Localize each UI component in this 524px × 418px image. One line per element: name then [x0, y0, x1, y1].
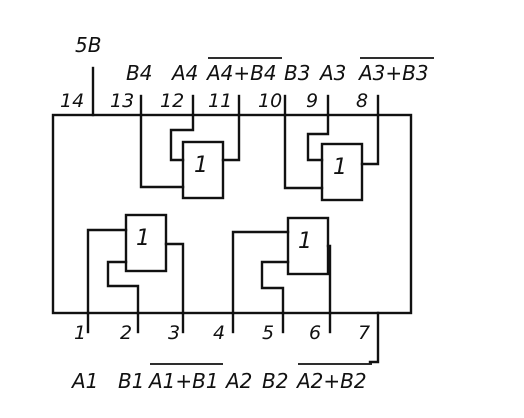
gate-3-input-b3-wire [283, 113, 324, 190]
gate-3-body [320, 142, 364, 202]
gate-3-output-wire [360, 113, 380, 166]
signal-a4-label: A4 [170, 61, 198, 85]
pin-12-number: 12 [160, 90, 184, 112]
signal-b4-label: B4 [126, 61, 152, 85]
gate-1-symbol: 1 [136, 226, 150, 251]
pin-7-number: 7 [358, 322, 370, 344]
pin-14-number: 14 [60, 90, 84, 112]
gate-2-symbol: 1 [298, 229, 312, 254]
gate-4-input-a4-wire [169, 113, 195, 162]
pin-7-lead [368, 311, 380, 364]
gate-1-output-wire [164, 242, 185, 315]
pin-3-number: 3 [168, 322, 180, 344]
signal-a1-label: A1 [70, 369, 98, 393]
pin-6-number: 6 [309, 322, 321, 344]
pin-5-number: 5 [262, 322, 274, 344]
supply-label: 5B [75, 33, 101, 57]
signal-b2-label: B2 [262, 369, 288, 393]
pin-10-number: 10 [258, 90, 282, 112]
gate-2-input-a2-wire [231, 230, 290, 315]
gate-4-output-wire [221, 113, 241, 162]
gate-4-body [181, 140, 225, 200]
signal-a2-nor-b2-label: A2+B2 [295, 369, 367, 393]
pin-9-number: 9 [306, 90, 318, 112]
signal-a2-label: A2 [224, 369, 252, 393]
signal-b3-label: B3 [284, 61, 310, 85]
pin-2-number: 2 [120, 322, 132, 344]
gate-4-input-b4-wire [139, 113, 185, 189]
pin-4-number: 4 [213, 322, 225, 344]
gate-1-input-a1-wire [86, 228, 128, 315]
signal-a1-nor-b1-label: A1+B1 [147, 369, 219, 393]
pin-8-number: 8 [356, 90, 368, 112]
gate-2-input-b2-wire [260, 260, 290, 315]
gate-2-output-wire [326, 244, 332, 315]
gate-4-symbol: 1 [194, 153, 208, 178]
gate-1-input-b1-wire [106, 260, 140, 315]
gate-3-input-a3-wire [306, 113, 330, 162]
pin-1-number: 1 [74, 322, 86, 344]
pin-13-number: 13 [110, 90, 134, 112]
pin-11-number: 11 [208, 90, 232, 112]
signal-a3-nor-b3-label: A3+B3 [357, 61, 429, 85]
signal-a4-nor-b4-label: A4+B4 [205, 61, 277, 85]
signal-a3-label: A3 [318, 61, 346, 85]
signal-b1-label: B1 [118, 369, 144, 393]
gate-3-symbol: 1 [333, 155, 347, 180]
